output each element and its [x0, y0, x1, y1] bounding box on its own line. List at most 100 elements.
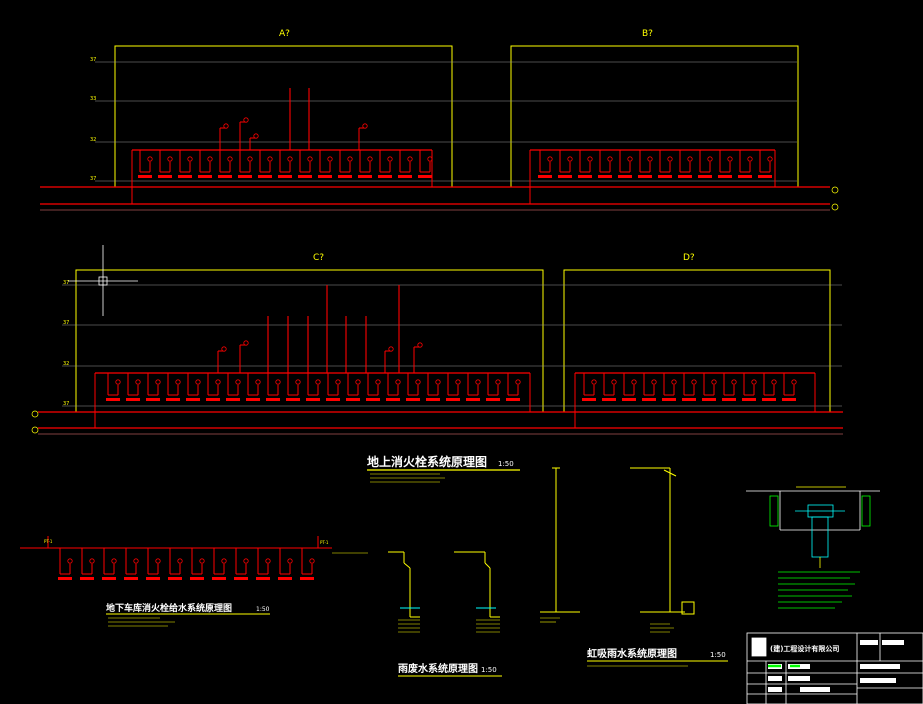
caption-basement: 地下车库消火栓给水系统原理图 [106, 602, 232, 614]
hydrant-cabinet [602, 373, 617, 401]
hydrant-cabinet [158, 150, 173, 178]
hydrant-cabinet [126, 373, 141, 401]
note-lines [108, 617, 175, 627]
hydrant-cabinet [80, 548, 95, 580]
panel-a-label: A? [279, 29, 290, 39]
hydrant-cabinet [300, 548, 315, 580]
roof-drain-detail [746, 486, 880, 568]
hydrant-cabinet [124, 548, 139, 580]
panel-b-label: B? [642, 29, 653, 39]
hydrant-cabinet [366, 373, 381, 401]
hydrant-cabinet [782, 373, 797, 401]
hydrant-cabinet [168, 548, 183, 580]
note-lines [370, 473, 445, 483]
hydrant-cabinet [178, 150, 193, 178]
level-lines-bottom [62, 284, 842, 407]
hydrant-cabinet [338, 150, 353, 178]
hydrant-cabinet [256, 548, 271, 580]
caption-main: 地上消火栓系统原理图 [367, 454, 487, 469]
hydrant-cabinet [446, 373, 461, 401]
hydrant-cabinet [722, 373, 737, 401]
level-label: 33 [90, 96, 96, 102]
panel-c-frame [75, 269, 544, 413]
panel-a-frame [114, 45, 453, 188]
hydrant-cabinets [106, 117, 797, 401]
axis-marker [831, 186, 839, 194]
caption-basement-scale: 1:50 [256, 606, 270, 613]
hydrant-cabinet [418, 150, 433, 178]
basement-cabinets [58, 548, 315, 580]
supply-main-bottom [38, 411, 843, 435]
panel-b-frame [510, 45, 799, 188]
hydrant-cabinet [318, 150, 333, 178]
hydrant-cabinet [102, 548, 117, 580]
hydrant-cabinet [682, 373, 697, 401]
riser-stub [413, 342, 423, 373]
axis-marker [831, 203, 839, 211]
hydrant-cabinet [386, 373, 401, 401]
panel-d-label: D? [683, 253, 695, 263]
hydrant-cabinet [246, 373, 261, 401]
riser-stub [217, 346, 227, 373]
cad-crosshair-cursor[interactable] [68, 245, 138, 316]
hydrant-cabinet [138, 150, 153, 178]
hydrant-cabinet [146, 548, 161, 580]
hydrant-cabinet [218, 150, 233, 178]
floor-mains [95, 149, 815, 374]
hydrant-cabinet [190, 548, 205, 580]
level-label: 37 [63, 320, 69, 326]
hydrant-cabinet [266, 373, 281, 401]
hydrant-cabinet [718, 150, 733, 178]
riser-stub [239, 117, 249, 150]
caption-rain-waste-scale: 1:50 [481, 666, 497, 674]
cad-small-label: PT-1 [44, 539, 53, 544]
hydrant-cabinet [538, 150, 553, 178]
hydrant-cabinet [278, 150, 293, 178]
level-label: 37 [90, 57, 96, 63]
hydrant-cabinet [638, 150, 653, 178]
caption-rain-waste: 雨废水系统原理图 [398, 662, 478, 675]
rain-waste-system [388, 551, 500, 618]
hydrant-cabinet [198, 150, 213, 178]
hydrant-cabinet [466, 373, 481, 401]
hydrant-cabinet [398, 150, 413, 178]
hydrant-cabinet [278, 548, 293, 580]
hydrant-cabinet [346, 373, 361, 401]
hydrant-cabinet [406, 373, 421, 401]
hydrant-cabinet [258, 150, 273, 178]
riser-stub [239, 340, 249, 373]
hydrant-cabinet [506, 373, 521, 401]
hydrant-cabinet [286, 373, 301, 401]
hydrant-cabinet [106, 373, 121, 401]
hydrant-cabinet [598, 150, 613, 178]
siphon-system [540, 467, 695, 615]
title-block-company: (建)工程设计有限公司 [770, 644, 839, 653]
hydrant-cabinet [212, 548, 227, 580]
hydrant-cabinet [738, 150, 753, 178]
riser-stub [384, 346, 394, 373]
level-label: 37 [90, 176, 96, 182]
hydrant-cabinet [58, 548, 73, 580]
panel-c-label: C? [313, 253, 324, 263]
hydrant-cabinet [306, 373, 321, 401]
level-label: 37 [63, 401, 69, 407]
hydrant-cabinet [326, 373, 341, 401]
caption-siphon-scale: 1:50 [710, 651, 726, 659]
hydrant-cabinet [662, 373, 677, 401]
detail-notes [778, 571, 860, 609]
hydrant-cabinet [234, 548, 249, 580]
level-label: 32 [90, 137, 96, 143]
caption-siphon: 虹吸雨水系统原理图 [587, 647, 677, 660]
hydrant-cabinet [358, 150, 373, 178]
axis-marker [31, 410, 39, 418]
hydrant-cabinet [238, 150, 253, 178]
hydrant-cabinet [702, 373, 717, 401]
hydrant-cabinet [762, 373, 777, 401]
hydrant-cabinet [186, 373, 201, 401]
note-lines [540, 617, 674, 633]
hydrant-cabinet [166, 373, 181, 401]
risers [94, 150, 816, 428]
level-label: 37 [63, 280, 69, 286]
